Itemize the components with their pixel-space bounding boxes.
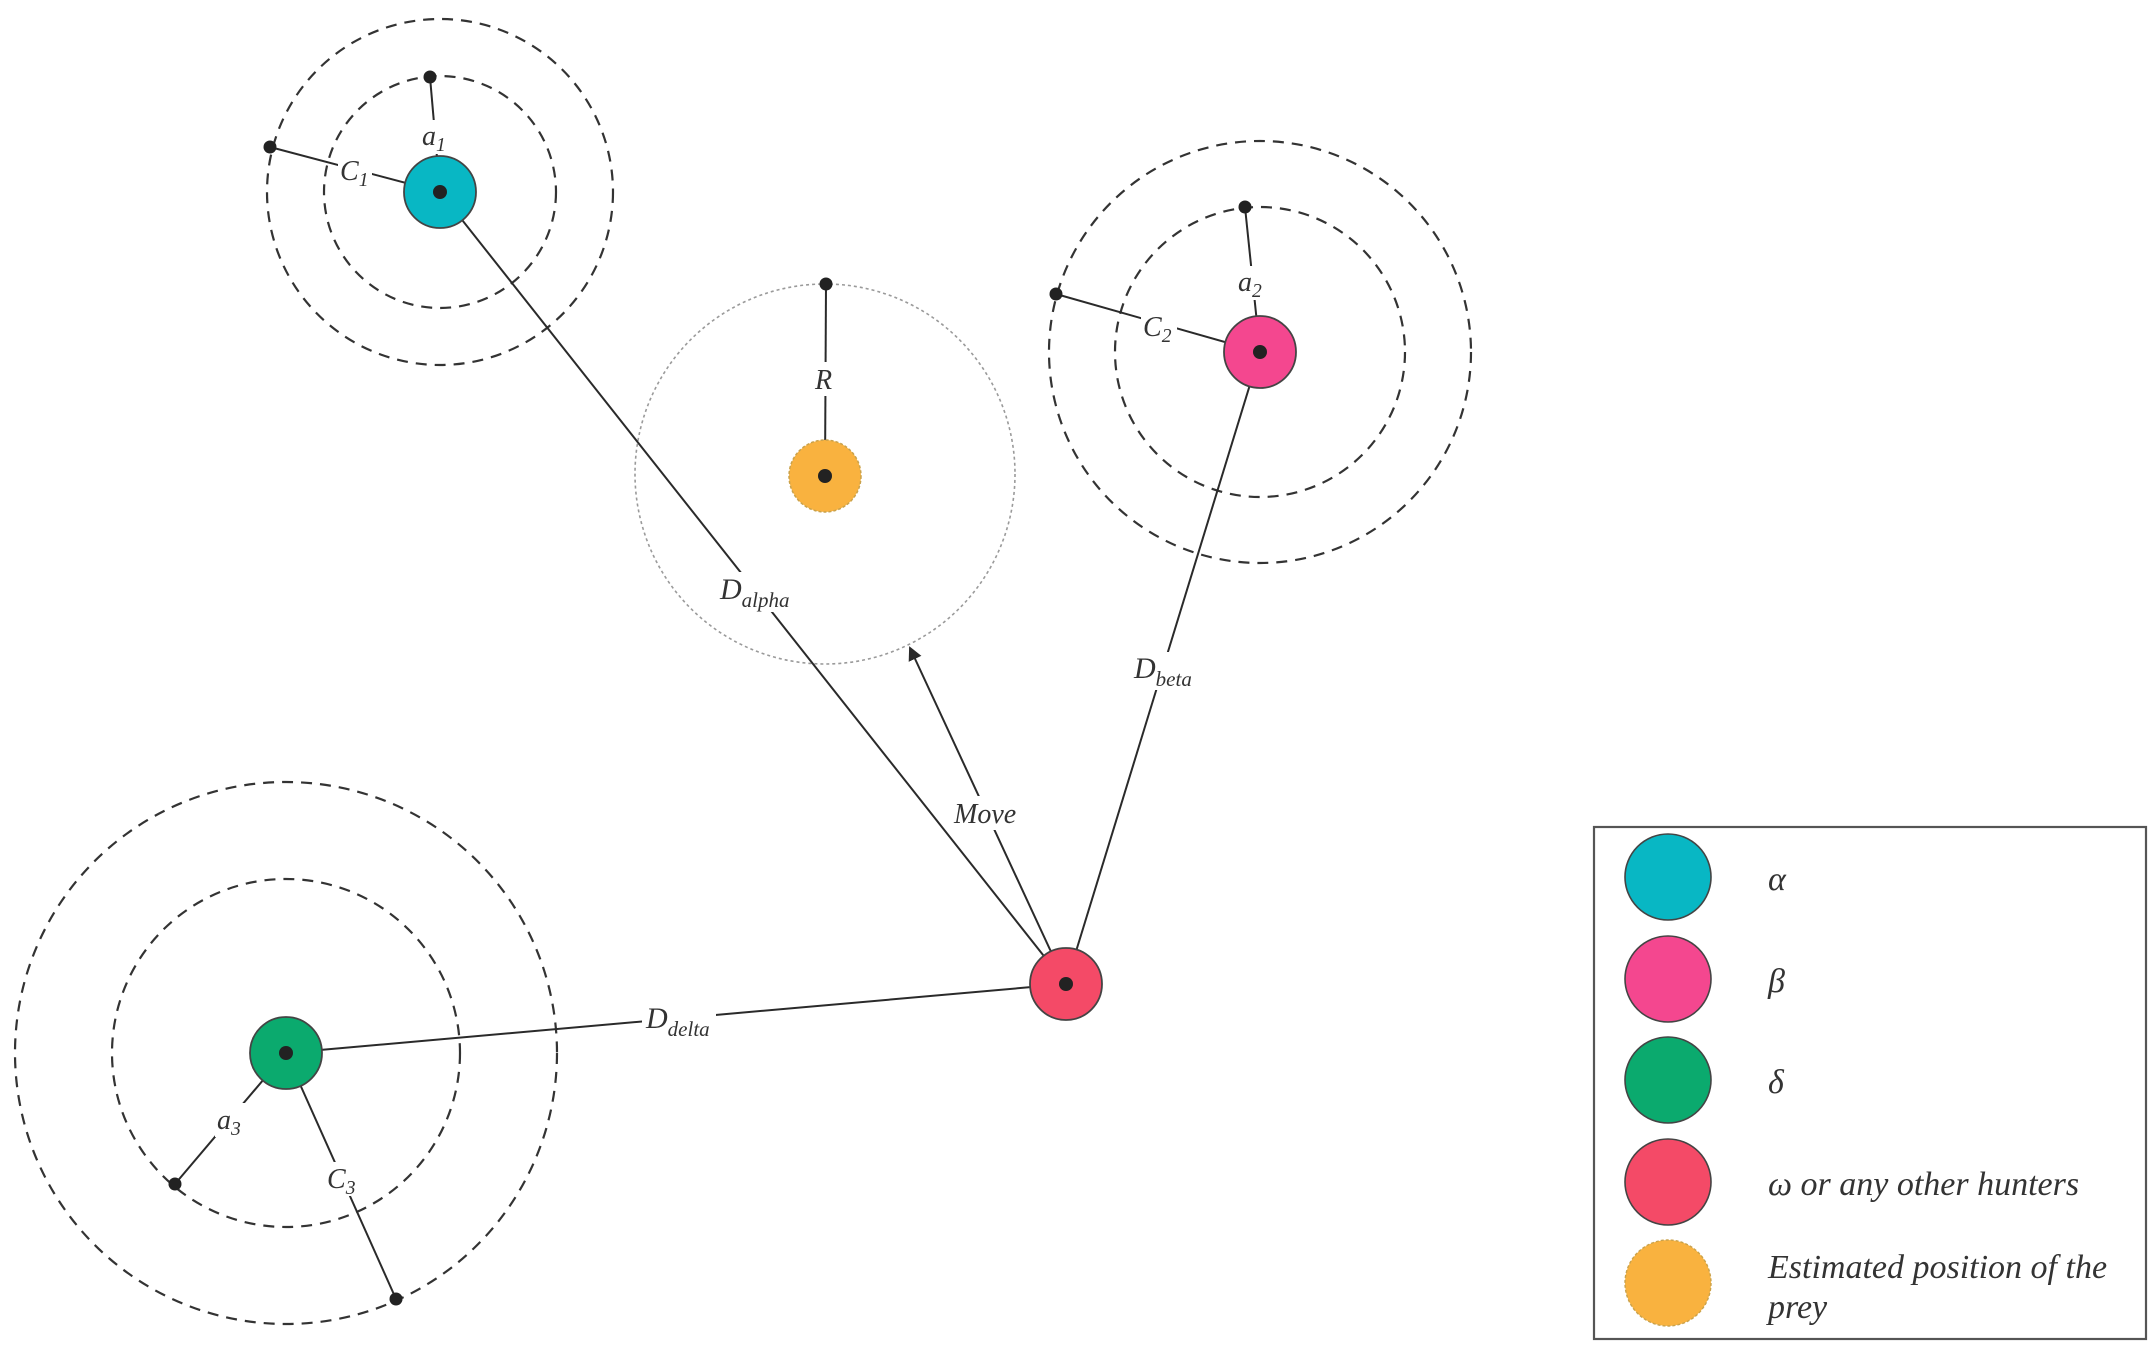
c1-label: C1 — [340, 156, 368, 191]
alpha-outer-ring — [265, 17, 615, 367]
c2-label-main: C — [1143, 312, 1162, 343]
legend-item-delta: δ — [1624, 1036, 1785, 1124]
a3-label-mask — [215, 1103, 247, 1137]
omega-center-dot — [1059, 977, 1073, 991]
d-alpha-label: Dalpha — [719, 573, 790, 612]
d-alpha-label-mask — [716, 572, 792, 612]
c3-label-mask — [325, 1162, 361, 1196]
d-beta-label-mask — [1130, 652, 1196, 690]
legend-prey-swatch — [1624, 1239, 1712, 1327]
c3-label-main: C — [327, 1164, 346, 1195]
a1-label: a1 — [422, 121, 446, 156]
a3-label: a3 — [217, 1105, 241, 1140]
c1-label-sub: 1 — [359, 170, 369, 191]
legend-alpha-label: α — [1768, 861, 1787, 898]
beta-inner-ring — [1113, 205, 1407, 499]
legend-prey-label-line2: prey — [1766, 1289, 1828, 1326]
d-beta-label-sub: beta — [1156, 667, 1192, 691]
legend-item-omega: ω or any other hunters — [1624, 1138, 2079, 1226]
c2-label-mask — [1141, 310, 1177, 344]
prey-r-endpoint — [819, 277, 833, 291]
beta-a2-endpoint — [1238, 200, 1252, 214]
legend-beta-label: β — [1767, 963, 1785, 1000]
delta-c3-endpoint — [389, 1292, 403, 1306]
beta-c2-endpoint — [1049, 287, 1063, 301]
r-label-mask — [812, 362, 838, 396]
legend: α β δ ω or any other hunters Estimated p… — [1592, 825, 2148, 1341]
delta-group — [13, 780, 559, 1326]
a2-label-sub: 2 — [1252, 281, 1262, 302]
alpha-inner-ring — [322, 74, 558, 310]
c1-label-mask — [338, 154, 372, 188]
d-beta-label-main: D — [1133, 652, 1156, 685]
alpha-center-dot — [433, 185, 447, 199]
d-delta-label: Ddelta — [645, 1002, 710, 1041]
d-alpha-label-sub: alpha — [742, 588, 790, 612]
legend-beta-swatch — [1624, 935, 1712, 1023]
a3-label-main: a — [217, 1105, 231, 1136]
c2-label-sub: 2 — [1162, 326, 1172, 347]
a3-label-sub: 3 — [230, 1119, 241, 1140]
legend-omega-swatch — [1624, 1138, 1712, 1226]
alpha-group — [265, 17, 615, 367]
alpha-c1-endpoint — [263, 140, 277, 154]
prey-center-dot — [818, 469, 832, 483]
move-label-mask — [950, 796, 1024, 830]
legend-omega-label: ω or any other hunters — [1768, 1166, 2079, 1203]
r-label: R — [814, 365, 832, 396]
delta-inner-ring — [110, 877, 462, 1229]
d-delta-label-main: D — [645, 1002, 668, 1035]
beta-group — [1047, 139, 1473, 565]
delta-outer-ring — [13, 780, 559, 1326]
a1-label-mask — [420, 120, 452, 154]
legend-prey-label-line1: Estimated position of the — [1767, 1249, 2107, 1286]
a2-label: a2 — [1238, 267, 1262, 302]
legend-delta-label: δ — [1768, 1064, 1785, 1101]
c2-label: C2 — [1143, 312, 1172, 347]
c1-label-main: C — [340, 156, 359, 187]
a1-label-main: a — [422, 121, 436, 152]
a2-label-main: a — [1238, 267, 1252, 298]
a1-label-sub: 1 — [436, 135, 446, 156]
legend-delta-swatch — [1624, 1036, 1712, 1124]
delta-a3-endpoint — [168, 1177, 182, 1191]
beta-center-dot — [1253, 345, 1267, 359]
c3-label-sub: 3 — [345, 1178, 356, 1199]
legend-item-alpha: α — [1624, 833, 1787, 921]
d-delta-label-sub: delta — [668, 1017, 710, 1041]
d-delta-label-mask — [642, 1002, 716, 1040]
delta-center-dot — [279, 1046, 293, 1060]
d-beta-label: Dbeta — [1133, 652, 1192, 691]
move-label: Move — [953, 799, 1016, 830]
legend-item-beta: β — [1624, 935, 1785, 1023]
alpha-a1-endpoint — [423, 70, 437, 84]
a2-label-mask — [1236, 266, 1268, 300]
legend-alpha-swatch — [1624, 833, 1712, 921]
legend-item-prey: Estimated position of the prey — [1624, 1239, 2107, 1327]
c3-label: C3 — [327, 1164, 356, 1199]
beta-outer-ring — [1047, 139, 1473, 565]
d-alpha-label-main: D — [719, 573, 742, 606]
